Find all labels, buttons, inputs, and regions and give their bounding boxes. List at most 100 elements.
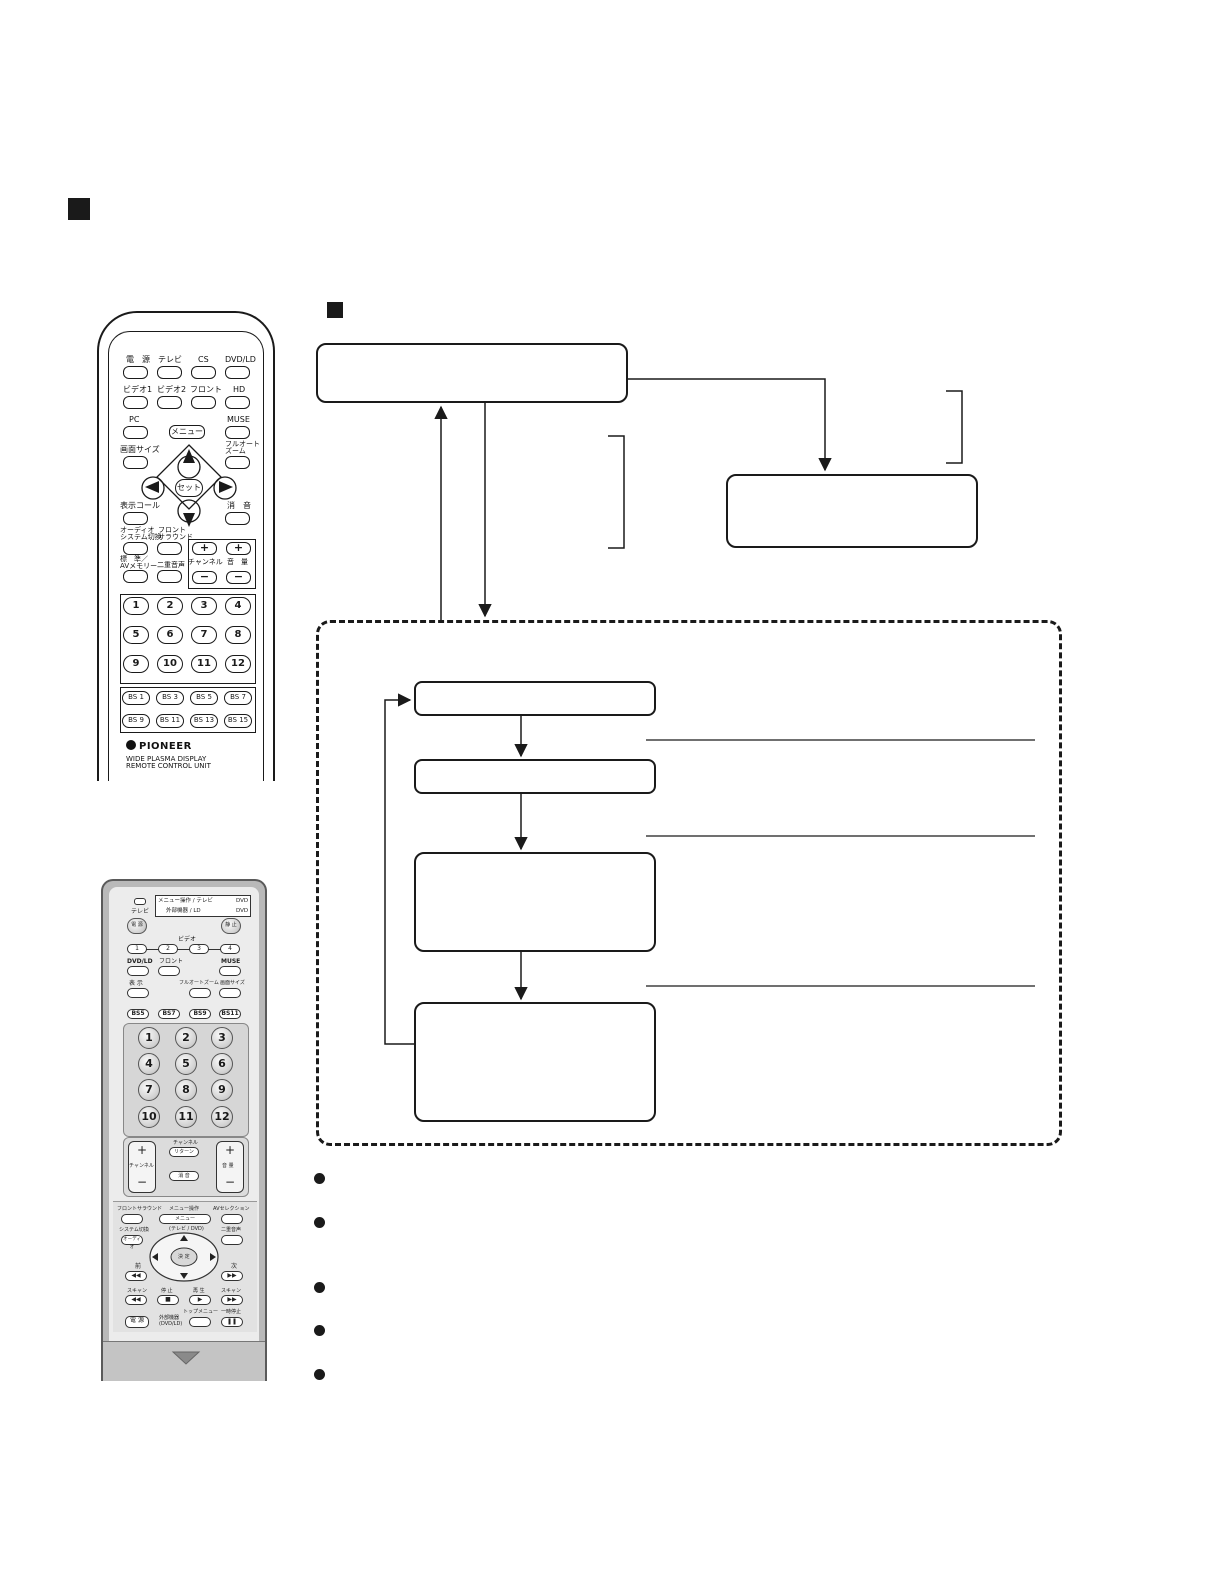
r2-number-button-4[interactable]: 4 [138,1053,160,1075]
r1-number-button-12[interactable]: 12 [225,655,251,673]
r2-number-button-6[interactable]: 6 [211,1053,233,1075]
r2-stop-media-button[interactable]: ■ [157,1295,179,1305]
r2-dvdld-button[interactable] [127,966,149,976]
r1-number-button-5[interactable]: 5 [123,626,149,644]
r1-volume-down-button[interactable]: − [226,571,251,584]
r2-mute-button[interactable]: 消 音 [169,1171,199,1181]
r1-mute-button[interactable] [225,512,250,525]
r1-bs-button-bs15[interactable]: BS 15 [224,714,252,728]
r2-label-muse: MUSE [221,958,241,965]
r1-standard-av-button[interactable] [123,570,148,583]
r2-bs7-button[interactable]: BS7 [158,1009,180,1019]
r1-display-call-button[interactable] [123,512,148,525]
r2-video2-button[interactable]: 2 [158,944,178,954]
r1-hd-button[interactable] [225,396,250,409]
r1-dual-audio-button[interactable] [157,570,182,583]
r1-pc-button[interactable] [123,426,148,439]
r1-channel-down-button[interactable]: − [192,571,217,584]
r2-muse-button[interactable] [219,966,241,976]
r2-bs9-button[interactable]: BS9 [189,1009,211,1019]
r1-set-button[interactable]: セット [175,479,203,497]
r2-bs5-button[interactable]: BS5 [127,1009,149,1019]
r1-menu-button[interactable]: メニュー [169,425,205,439]
r1-full-auto-zoom-button[interactable] [225,456,250,469]
r1-number-button-1[interactable]: 1 [123,597,149,615]
r1-label-mute: 消 音 [227,501,251,510]
r1-bs-button-bs5[interactable]: BS 5 [190,691,218,705]
r1-screen-size-button[interactable] [123,456,148,469]
r1-number-button-11[interactable]: 11 [191,655,217,673]
r1-volume-up-button[interactable]: + [226,542,251,555]
r1-number-button-9[interactable]: 9 [123,655,149,673]
r2-next-button[interactable]: ▶▶ [221,1271,243,1281]
r1-number-button-7[interactable]: 7 [191,626,217,644]
r2-front-surround-button[interactable] [121,1214,143,1224]
r1-front-button[interactable] [191,396,216,409]
down-arrow-icon [180,1273,188,1279]
r2-label-display: 表 示 [129,980,143,987]
r1-tv-button[interactable] [157,366,182,379]
bullet-2 [314,1217,325,1228]
r1-bs-button-bs1[interactable]: BS 1 [122,691,150,705]
r2-audio-button[interactable]: オーディオ [121,1235,143,1250]
r2-number-button-3[interactable]: 3 [211,1027,233,1049]
r2-display-button[interactable] [127,988,149,998]
r2-number-button-11[interactable]: 11 [175,1106,197,1128]
r2-video1-button[interactable]: 1 [127,944,147,954]
r1-channel-up-button[interactable]: + [192,542,217,555]
r2-power2-button[interactable]: 電 源 [125,1316,149,1328]
r2-video4-button[interactable]: 4 [220,944,240,954]
r2-number-button-7[interactable]: 7 [138,1079,160,1101]
r2-power-button[interactable]: 電 源 [127,918,147,934]
r1-bs-button-bs7[interactable]: BS 7 [224,691,252,705]
r2-number-button-8[interactable]: 8 [175,1079,197,1101]
r1-number-button-3[interactable]: 3 [191,597,217,615]
r1-number-button-2[interactable]: 2 [157,597,183,615]
r1-cs-button[interactable] [191,366,216,379]
r2-dual-audio-button[interactable] [221,1235,243,1245]
r2-number-button-5[interactable]: 5 [175,1053,197,1075]
r1-bs-section [120,687,256,733]
r2-return-button[interactable]: リターン [169,1147,199,1157]
r2-dpad[interactable] [147,1231,221,1283]
r1-number-button-8[interactable]: 8 [225,626,251,644]
r2-video3-button[interactable]: 3 [189,944,209,954]
r2-pause-button[interactable]: ❚❚ [221,1317,243,1327]
r2-number-button-2[interactable]: 2 [175,1027,197,1049]
r1-dvdld-button[interactable] [225,366,250,379]
r1-bs-button-bs11[interactable]: BS 11 [156,714,184,728]
r2-av-selection-button[interactable] [221,1214,243,1224]
r2-play-button[interactable]: ▶ [189,1295,211,1305]
r2-number-button-10[interactable]: 10 [138,1106,160,1128]
r1-number-button-10[interactable]: 10 [157,655,183,673]
down-arrow-icon [183,513,195,527]
r1-power-button[interactable] [123,366,148,379]
r2-front-button[interactable] [158,966,180,976]
r2-prev-button[interactable]: ◀◀ [125,1271,147,1281]
r2-number-button-12[interactable]: 12 [211,1106,233,1128]
r2-fast-forward-button[interactable]: ▶▶ [221,1295,243,1305]
r1-video2-button[interactable] [157,396,182,409]
r1-bs-button-bs9[interactable]: BS 9 [122,714,150,728]
r2-bs11-button[interactable]: BS11 [219,1009,241,1019]
r1-video1-button[interactable] [123,396,148,409]
r2-number-button-1[interactable]: 1 [138,1027,160,1049]
r2-channel-rocker[interactable]: + チャンネル − [128,1141,156,1193]
r1-number-button-6[interactable]: 6 [157,626,183,644]
r2-full-auto-zoom-button[interactable] [189,988,211,998]
r1-front-surround-button[interactable] [157,542,182,555]
r1-bs-button-bs13[interactable]: BS 13 [190,714,218,728]
r2-volume-rocker[interactable]: + 音 量 − [216,1141,244,1193]
r1-bs-button-bs3[interactable]: BS 3 [156,691,184,705]
r1-audio-system-button[interactable] [123,542,148,555]
r2-number-button-9[interactable]: 9 [211,1079,233,1101]
r2-top-menu-button[interactable] [189,1317,211,1327]
r2-rewind-button[interactable]: ◀◀ [125,1295,147,1305]
r2-screen-size-button[interactable] [219,988,241,998]
r1-number-button-4[interactable]: 4 [225,597,251,615]
flow-dashed-container [316,620,1062,1146]
r2-stop-button[interactable]: 静 止 [221,918,241,934]
r1-muse-button[interactable] [225,426,250,439]
r1-dpad[interactable] [139,441,239,533]
r2-menu-button[interactable]: メニュー [159,1214,211,1224]
